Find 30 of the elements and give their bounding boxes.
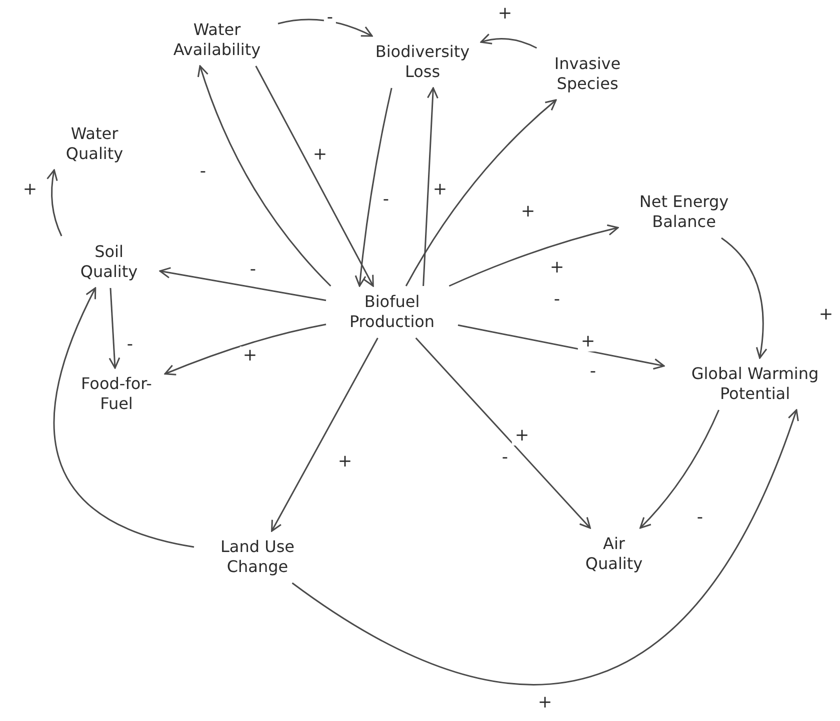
- variable-label: Air Quality: [584, 534, 644, 574]
- arrow: [640, 410, 720, 529]
- arrow: [159, 267, 326, 302]
- variable-label: Land Use Change: [220, 537, 296, 577]
- variable-label: Biofuel Production: [348, 292, 436, 332]
- variable-label: Invasive Species: [553, 54, 622, 94]
- arrow: [271, 338, 378, 532]
- variable-label: Net Energy Balance: [638, 192, 730, 232]
- arrow: [405, 99, 557, 286]
- arrow: [415, 338, 591, 529]
- arrow: [354, 88, 392, 287]
- variable-label: Water Availability: [172, 20, 262, 60]
- arrow: [108, 288, 120, 369]
- arrow: [448, 224, 619, 287]
- arrow: [480, 34, 537, 49]
- variable-label: Biodiversity Loss: [374, 42, 471, 82]
- arrow: [255, 66, 374, 287]
- arrow: [721, 237, 767, 359]
- arrow: [164, 324, 326, 376]
- variable-label: Soil Quality: [79, 242, 139, 282]
- variable-label: Global Warming Potential: [690, 364, 820, 404]
- arrow: [292, 409, 798, 684]
- arrow: [53, 287, 194, 548]
- arrow: [458, 324, 665, 370]
- arrow: [422, 87, 438, 286]
- variable-label: Food-for-Fuel: [80, 374, 153, 414]
- arrow: [46, 169, 62, 236]
- variable-label: Water Quality: [64, 124, 124, 164]
- arrow: [198, 65, 332, 287]
- arrow: [278, 18, 373, 37]
